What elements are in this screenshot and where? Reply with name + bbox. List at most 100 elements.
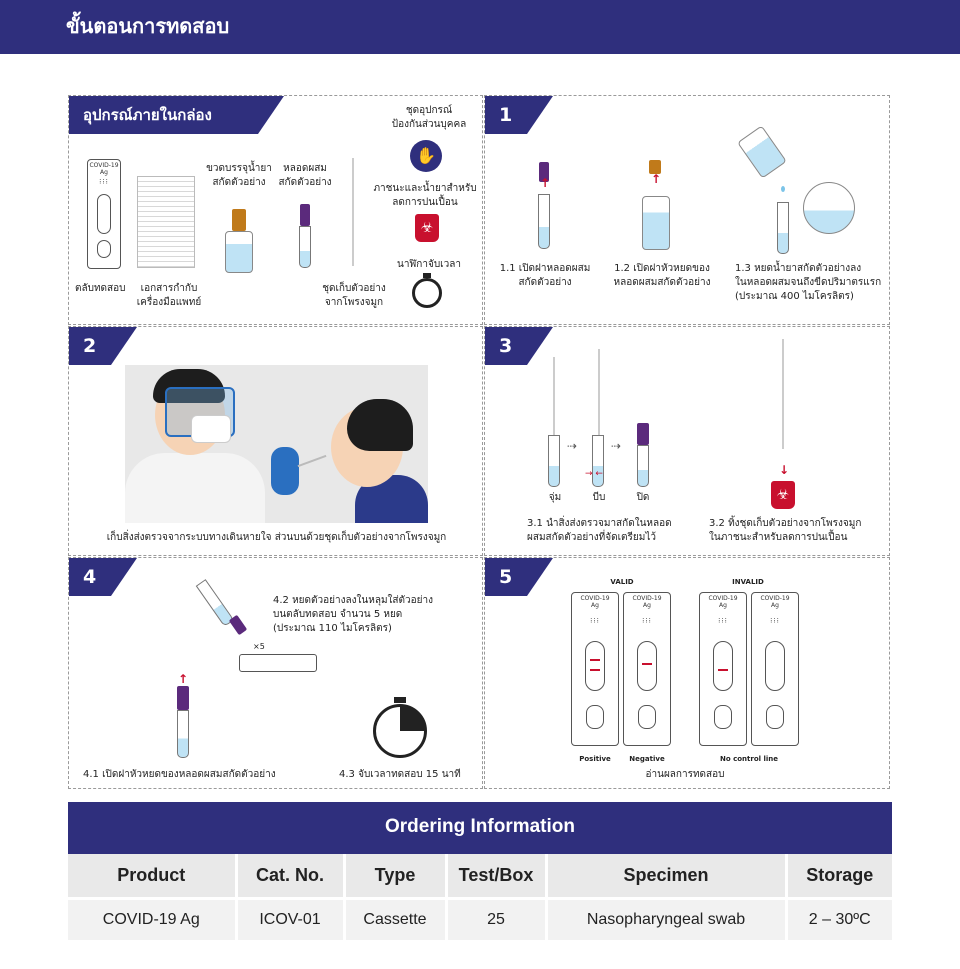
nasal-swab-illustration	[125, 365, 428, 523]
tube-cap	[300, 204, 310, 226]
positive-cassette-text-1: COVID-19	[580, 595, 610, 602]
step1-dropper-cap	[649, 160, 661, 174]
ppe-glove-icon: ✋	[410, 140, 442, 172]
invalid-2-cassette-text-2: Ag	[771, 602, 779, 609]
step1-panel: 1 ↑ 1.1 เปิดฝาหลอดผสม สกัดตัวอย่าง ↑ 1.2…	[484, 95, 890, 325]
step4-1-tube-cap	[177, 686, 189, 710]
step3-swab-1	[553, 357, 555, 435]
step1-tube-image	[538, 194, 550, 249]
step1-3-bottle-image	[737, 125, 787, 179]
biohazard-label: ภาชนะและน้ำยาสำหรับ ลดการปนเปื้อน	[373, 183, 477, 208]
step1-3-tube-image	[777, 202, 789, 254]
step3-tube-cap	[637, 423, 649, 445]
header-storage: Storage	[784, 854, 892, 898]
invalid-2-cassette-well	[766, 705, 784, 729]
timer-label: นาฬิกาจับเวลา	[397, 259, 461, 270]
step4-3-label: 4.3 จับเวลาทดสอบ 15 นาที	[339, 769, 461, 780]
step1-2-up-arrow-icon: ↑	[651, 172, 662, 186]
no-control-label: No control line	[719, 755, 779, 763]
step4-stopwatch-knob	[394, 697, 406, 703]
ppe-label: ชุดอุปกรณ์ ป้องกันส่วนบุคคล	[391, 105, 467, 130]
negative-label: Negative	[629, 755, 665, 763]
step4-cassette-horizontal	[239, 654, 317, 672]
cell-type: Cassette	[342, 896, 446, 940]
positive-cassette-well	[586, 705, 604, 729]
bottle-cap	[232, 209, 246, 231]
step1-tube-cap	[539, 162, 549, 182]
ordering-title-band: Ordering Information	[68, 802, 892, 854]
squeeze-label: บีบ	[592, 492, 606, 503]
invalid-1-test-line	[718, 669, 728, 671]
health-worker-body	[125, 453, 265, 523]
cassette-dots: ⁝⁝⁝	[99, 178, 109, 186]
negative-control-line	[642, 663, 652, 665]
invalid-2-cassette-window	[765, 641, 785, 691]
step4-tab: 4	[69, 558, 137, 596]
invalid-1-cassette-text-1: COVID-19	[708, 595, 738, 602]
squeeze-arrows-icon: → ←	[585, 469, 603, 479]
blue-glove	[271, 447, 299, 495]
drop-count-label: ×5	[253, 642, 265, 651]
cell-product: COVID-19 Ag	[68, 896, 236, 940]
step1-tab: 1	[485, 96, 553, 134]
invalid-2-cassette-dots: ⁝⁝⁝	[770, 617, 780, 625]
step3-panel: 3 จุ่ม ⇢ → ← บีบ ⇢ ปิด 3.1 นำสิ่งส่งตรวจ…	[484, 326, 890, 556]
step3-1-label: 3.1 นำสิ่งส่งตรวจมาสกัดในหลอด ผสมสกัดตัว…	[527, 518, 672, 543]
header-product: Product	[68, 854, 236, 898]
biohazard-bag-icon: ☣	[415, 214, 439, 242]
tube-label: หลอดผสม สกัดตัวอย่าง	[278, 163, 332, 188]
positive-test-line	[590, 669, 600, 671]
step1-1-label: 1.1 เปิดฝาหลอดผสม สกัดตัวอย่าง	[499, 263, 591, 288]
step4-1-tube-image	[177, 710, 189, 758]
cassette-text-2: Ag	[100, 169, 108, 176]
step3-tube-squeeze	[592, 435, 604, 487]
positive-cassette-text-2: Ag	[591, 602, 599, 609]
valid-heading: VALID	[610, 578, 634, 586]
invalid-1-cassette-text-2: Ag	[719, 602, 727, 609]
step4-2-label: 4.2 หยดตัวอย่างลงในหลุมใส่ตัวอย่าง บนตลั…	[273, 595, 433, 634]
negative-cassette-well	[638, 705, 656, 729]
step3-swab-2	[598, 349, 600, 435]
step3-tube-closed	[637, 445, 649, 487]
step4-1-up-arrow-icon: ↑	[178, 672, 189, 686]
step3-tab: 3	[485, 327, 553, 365]
step3-discard-swab	[782, 339, 784, 449]
step3-2-label: 3.2 ทิ้งชุดเก็บตัวอย่างจากโพรงจมูก ในภาช…	[709, 518, 862, 543]
header-type: Type	[342, 854, 446, 898]
step3-tube-dip	[548, 435, 560, 487]
page-title: ขั้นตอนการทดสอบ	[66, 14, 230, 38]
invalid-heading: INVALID	[732, 578, 764, 586]
step2-tab: 2	[69, 327, 137, 365]
swab-image	[352, 158, 354, 266]
step1-2-label: 1.2 เปิดฝาหัวหยดของ หลอดผสมสกัดตัวอย่าง	[613, 263, 711, 288]
dropper-drop	[781, 186, 785, 192]
face-mask	[191, 415, 231, 443]
buffer-label: ขวดบรรจุน้ำยา สกัดตัวอย่าง	[206, 163, 272, 188]
step4-stopwatch-icon	[373, 697, 427, 758]
table-row: COVID-19 Ag ICOV-01 Cassette 25 Nasophar…	[68, 896, 892, 940]
close-label: ปิด	[636, 492, 650, 503]
buffer-bottle-image	[225, 231, 253, 273]
positive-label: Positive	[579, 755, 611, 763]
invalid-1-cassette-well	[714, 705, 732, 729]
cassette-label: ตลับทดสอบ	[75, 283, 126, 294]
cell-test-box: 25	[444, 896, 546, 940]
positive-control-line	[590, 659, 600, 661]
stopwatch-icon	[412, 273, 442, 308]
cassette-well	[97, 240, 111, 258]
negative-cassette-text-2: Ag	[643, 602, 651, 609]
step5-tab: 5	[485, 558, 553, 596]
invalid-1-cassette-window	[713, 641, 733, 691]
header-specimen: Specimen	[544, 854, 786, 898]
kit-contents-tab: อุปกรณ์ภายในกล่อง	[69, 96, 284, 134]
extraction-tube-image	[299, 226, 311, 268]
